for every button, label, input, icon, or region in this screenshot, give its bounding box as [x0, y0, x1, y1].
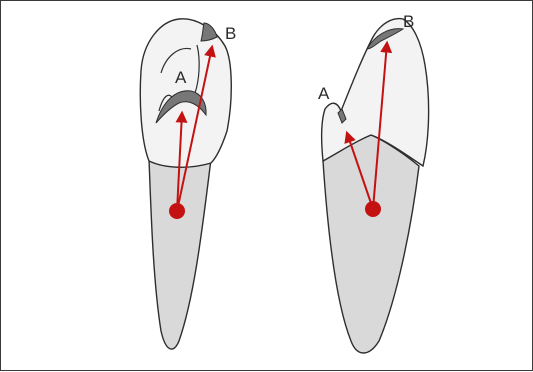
- left-tooth: A B: [140, 19, 236, 349]
- left-tooth-root: [149, 159, 211, 349]
- right-tooth-root: [323, 135, 419, 353]
- left-tooth-lesion-b: [201, 23, 217, 41]
- right-tooth-label-b: B: [403, 12, 414, 31]
- left-tooth-origin-point: [169, 203, 185, 219]
- left-tooth-label-a: A: [175, 68, 187, 87]
- right-tooth-origin-point: [365, 201, 381, 217]
- right-tooth: A B: [318, 12, 429, 353]
- left-tooth-label-b: B: [225, 24, 236, 43]
- right-tooth-label-a: A: [318, 84, 330, 103]
